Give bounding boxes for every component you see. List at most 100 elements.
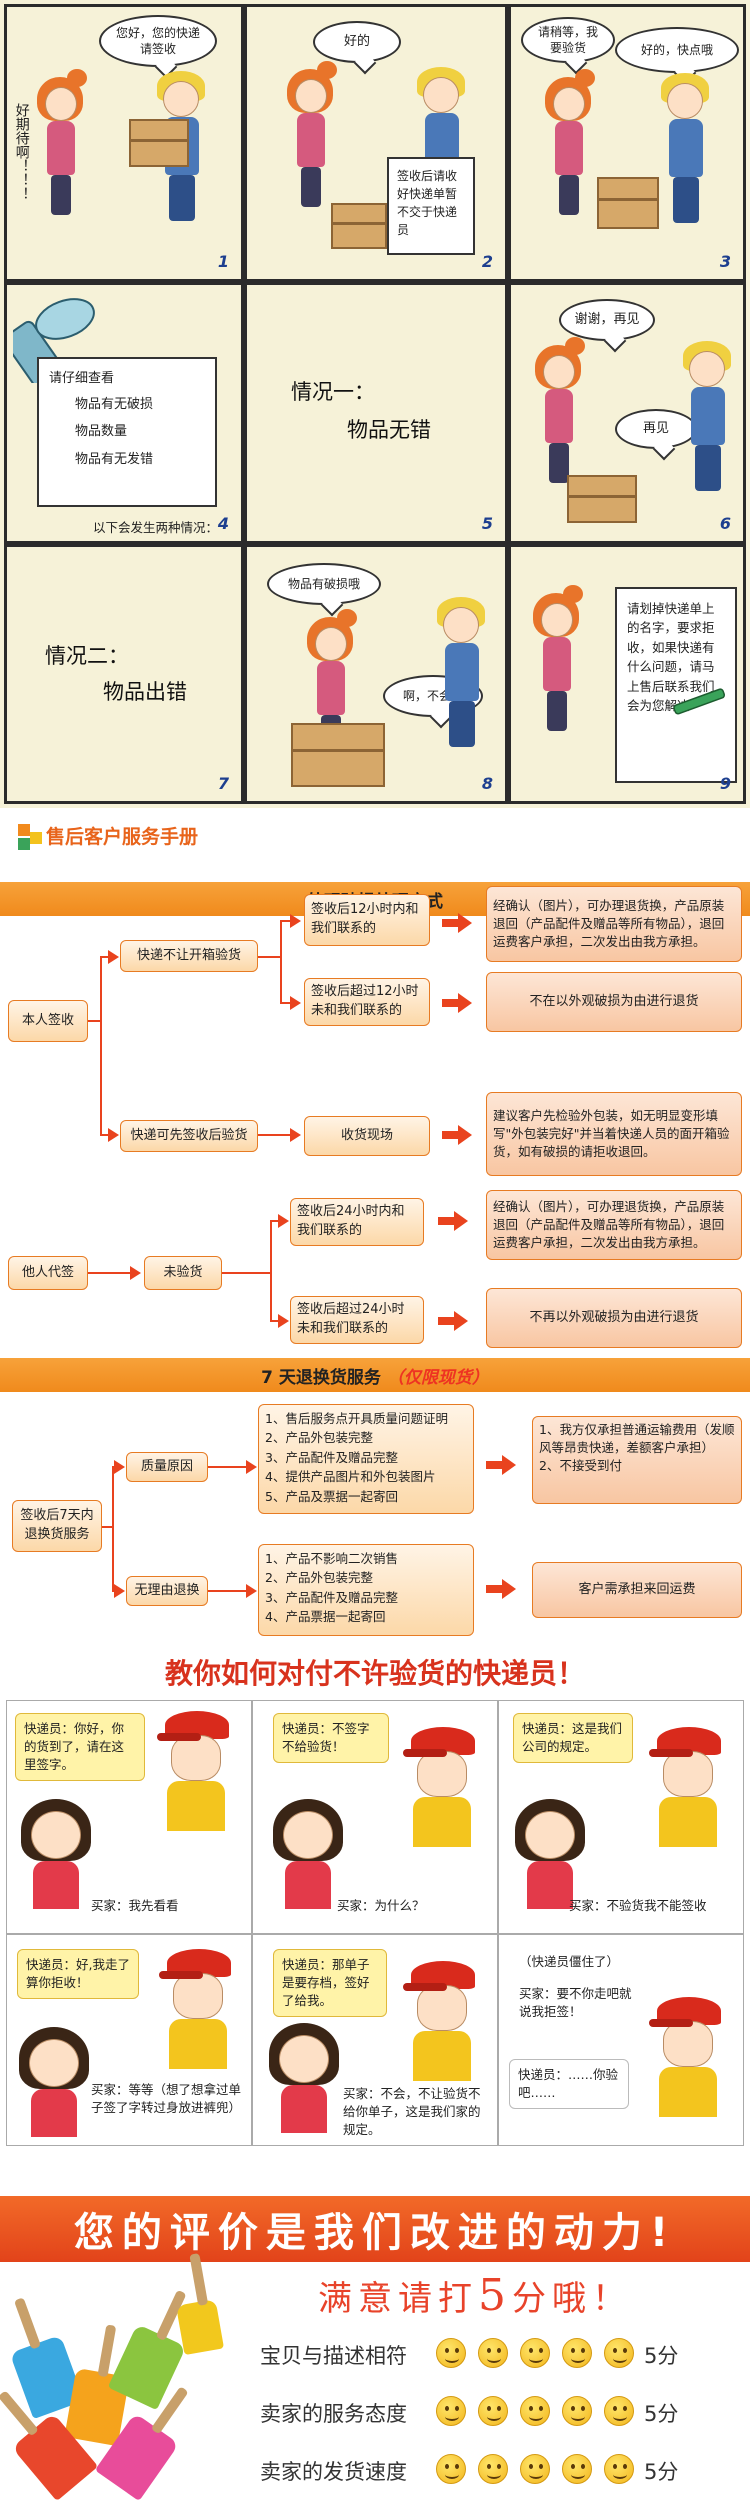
smiley-icon[interactable] — [520, 2396, 550, 2426]
smiley-icon[interactable] — [604, 2338, 634, 2368]
side-exclamation: 好期待啊！！！ — [13, 103, 30, 201]
courier-speech: 快递员：这是我们公司的规定。 — [513, 1713, 633, 1764]
speech-bubble-girl: 物品有破损哦 — [267, 563, 381, 605]
quality-conditions: 1、售后服务点开具质量问题证明 2、产品外包装完整 3、产品配件及赠品完整 4、… — [258, 1404, 474, 1514]
smiley-icon[interactable] — [604, 2454, 634, 2484]
rating-label: 卖家的发货速度 — [260, 2460, 407, 2484]
instruction-note: 请划掉快递单上的名字，要求拒收，如果快递有什么问题，请马上售后联系我们会为您解决 — [615, 587, 737, 783]
courier-speech: 快递员：好,我走了算你拒收！ — [17, 1949, 139, 2000]
smiley-icon[interactable] — [520, 2454, 550, 2484]
smiley-icon[interactable] — [604, 2396, 634, 2426]
buyer-speech: 买家：不验货我不能签收 — [569, 1898, 707, 1913]
no-open-node: 快递不让开箱验货 — [120, 940, 258, 972]
smiley-icon[interactable] — [520, 2338, 550, 2368]
within-24h-result: 经确认（图片），可办理退货换，产品原装退回（产品配件及赠品等所有物品），退回运费… — [486, 1190, 742, 1260]
smiley-icon[interactable] — [436, 2454, 466, 2484]
comic-panel-3: 请稍等，我要验货 好的，快点哦 3 — [508, 4, 746, 282]
no-reason-node: 无理由退换 — [126, 1576, 208, 1606]
package-box — [331, 203, 387, 249]
condition-item: 5、产品及票据一起寄回 — [265, 1488, 398, 1504]
rating-request-number: 5 — [478, 2270, 512, 2321]
comic-panel-5: 情况一： 物品无错 5 — [244, 282, 508, 544]
arrow-icon — [486, 1455, 516, 1475]
within-24h-node: 签收后24小时内和我们联系的 — [290, 1198, 424, 1246]
panel-number: 3 — [719, 252, 731, 271]
condition-item: 3、产品配件及赠品完整 — [265, 1449, 398, 1465]
speech-bubble: 好的 — [313, 21, 401, 63]
arrow-icon — [486, 1579, 516, 1599]
courier-comic-title: 教你如何对付不许验货的快递员！ — [164, 1657, 585, 1690]
checklist-item: 物品有无发错 — [75, 451, 154, 467]
smiley-icon[interactable] — [562, 2454, 592, 2484]
arrow-icon — [442, 1125, 472, 1145]
smiley-icon[interactable] — [478, 2338, 508, 2368]
rating-label: 宝贝与描述相符 — [260, 2344, 407, 2368]
condition-item: 3、产品配件及赠品完整 — [265, 1589, 398, 1605]
courier-figure — [649, 1997, 729, 2117]
buyer-speech: 买家：我先看看 — [91, 1898, 179, 1913]
courier-panel-4: 快递员：好,我走了算你拒收！ 买家：等等（想了想拿过单子签了字转过身放进裤兜） — [6, 1934, 252, 2146]
girl-figure — [287, 61, 337, 209]
no-reason-conditions: 1、产品不影响二次销售 2、产品外包装完整 3、产品配件及赠品完整 4、产品票据… — [258, 1544, 474, 1636]
buyer-figure — [273, 1799, 343, 1909]
courier-panel-5: 快递员：那单子是要存档，签好了给我。 买家：不会，不让验货不给你单子，这是我们家… — [252, 1934, 498, 2146]
speech-bubble-boy: 再见 — [615, 409, 697, 449]
panel-number: 8 — [481, 774, 493, 793]
case-one-text: 物品无错 — [347, 418, 431, 442]
pen-icon — [673, 688, 726, 715]
smiley-icon[interactable] — [436, 2396, 466, 2426]
condition-item: 1、售后服务点开具质量问题证明 — [265, 1411, 448, 1426]
courier-speech: 快递员：那单子是要存档，签好了给我。 — [273, 1949, 387, 2018]
delivery-comic: 您好，您的快递请签收 好期待啊！！！ 1 好的 签收后请收好快递单暂不交于快递员… — [0, 0, 750, 808]
over-12h-node: 签收后超过12小时未和我们联系的 — [304, 978, 430, 1026]
over-24h-result: 不再以外观破损为由进行退货 — [486, 1288, 742, 1348]
comic-panel-1: 您好，您的快递请签收 好期待啊！！！ 1 — [4, 4, 244, 282]
smiley-icon[interactable] — [436, 2338, 466, 2368]
courier-panel-2: 快递员：不签字不给验货！ 买家：为什么？ — [252, 1700, 498, 1934]
condition-item: 2、产品外包装完整 — [265, 1430, 373, 1446]
returns-flowchart: 签收后7天内退换货服务 质量原因 1、售后服务点开具质量问题证明 2、产品外包装… — [0, 1392, 750, 1648]
rating-request-text: 满意请打 — [318, 2279, 478, 2319]
courier-figure — [159, 1949, 239, 2069]
over-12h-result: 不在以外观破损为由进行退货 — [486, 972, 742, 1032]
speech-bubble: 您好，您的快递请签收 — [99, 15, 217, 67]
checklist-item: 物品数量 — [75, 424, 128, 439]
buyer-figure — [19, 2027, 89, 2137]
paint-brush-icon — [175, 2253, 225, 2356]
courier-figure — [403, 1727, 483, 1847]
result-item: 2、不接受到付 — [539, 1458, 622, 1474]
checklist-title: 请仔细查看 — [49, 371, 115, 386]
arrow-icon — [438, 1211, 468, 1231]
arrow-icon — [442, 913, 472, 933]
smiley-icon[interactable] — [562, 2396, 592, 2426]
manual-title: 售后客户服务手册 — [46, 826, 199, 848]
rating-request-end: 分哦！ — [512, 2279, 632, 2319]
panel-number: 1 — [217, 252, 229, 271]
over-24h-node: 签收后超过24小时未和我们联系的 — [290, 1296, 424, 1344]
smiley-icon[interactable] — [478, 2396, 508, 2426]
case-two-label: 情况二： — [45, 644, 129, 668]
condition-item: 4、提供产品图片和外包装图片 — [265, 1469, 436, 1485]
within-12h-node: 签收后12小时内和我们联系的 — [304, 894, 430, 946]
section-band-returns: 7 天退换货服务 （仅限现货） — [0, 1358, 750, 1392]
no-reason-result: 客户需承担来回运费 — [532, 1562, 742, 1618]
condition-item: 1、产品不影响二次销售 — [265, 1551, 398, 1566]
seven-day-node: 签收后7天内退换货服务 — [12, 1500, 102, 1552]
courier-figure — [649, 1727, 729, 1847]
buyer-speech: 买家：为什么？ — [337, 1898, 425, 1913]
condition-item: 2、产品外包装完整 — [265, 1570, 373, 1586]
panel-number: 7 — [217, 774, 229, 793]
panel-number: 6 — [719, 514, 731, 533]
on-site-node: 收货现场 — [304, 1116, 430, 1156]
speech-bubble-boy: 好的，快点哦 — [615, 27, 739, 73]
rating-request: 满意请打5分哦！ — [318, 2270, 632, 2321]
manual-header: 售后客户服务手册 — [0, 808, 750, 864]
case-one-label: 情况一： — [291, 380, 375, 404]
smiley-icon[interactable] — [562, 2338, 592, 2368]
smiley-icon[interactable] — [478, 2454, 508, 2484]
comic-panel-7: 情况二： 物品出错 7 — [4, 544, 244, 804]
courier-speech: 快递员：你好，你的货到了，请在这里签字。 — [15, 1713, 145, 1782]
case-two-text: 物品出错 — [103, 680, 187, 704]
comic-panel-6: 谢谢，再见 再见 6 — [508, 282, 746, 544]
package-box — [597, 177, 659, 229]
